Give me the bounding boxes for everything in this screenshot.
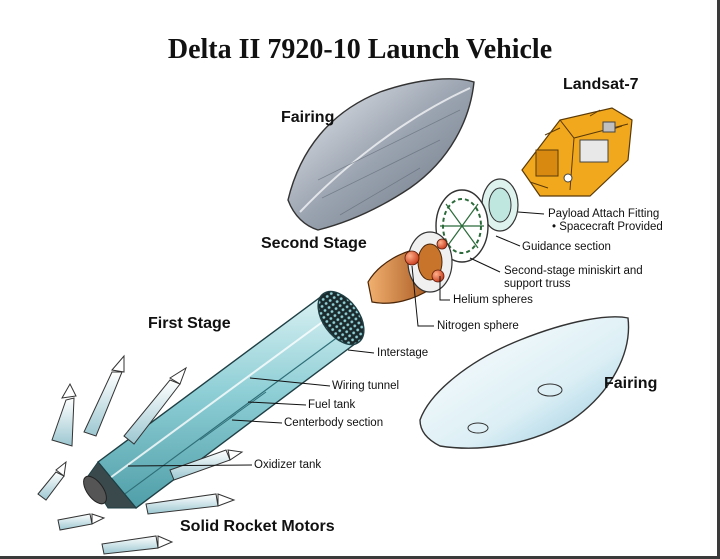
label-helium-spheres: Helium spheres [453, 294, 533, 306]
label-miniskirt-line1: Second-stage miniskirt and [504, 265, 643, 277]
label-first-stage: First Stage [148, 315, 231, 332]
label-spacecraft-provided: • Spacecraft Provided [552, 221, 663, 233]
label-payload-attach-fitting: Payload Attach Fitting [548, 208, 660, 220]
payload-attach-fitting-shape [481, 178, 519, 232]
label-wiring-tunnel: Wiring tunnel [332, 380, 400, 392]
label-interstage: Interstage [377, 347, 429, 359]
fairing-top-shape [287, 78, 475, 231]
label-solid-rocket-motors: Solid Rocket Motors [180, 518, 335, 535]
label-fuel-tank: Fuel tank [308, 399, 356, 411]
frame-edge-bottom [0, 556, 720, 559]
label-second-stage: Second Stage [261, 235, 367, 252]
frame-edge-right [717, 0, 720, 559]
first-stage-body [83, 290, 365, 509]
solid-rocket-motors-group [37, 354, 244, 555]
landsat-7-spacecraft [521, 107, 633, 197]
label-oxidizer-tank: Oxidizer tank [254, 459, 322, 471]
label-fairing-bottom: Fairing [604, 375, 658, 392]
label-miniskirt-line2: support truss [504, 278, 571, 290]
diagram-title: Delta II 7920-10 Launch Vehicle [167, 34, 553, 65]
second-stage-shape [367, 231, 453, 304]
label-guidance-section: Guidance section [522, 241, 611, 253]
guidance-section-shape [435, 189, 489, 263]
label-landsat-7: Landsat-7 [563, 76, 639, 93]
label-fairing-top: Fairing [281, 109, 335, 126]
fairing-bottom-shape [419, 316, 630, 449]
leader-lines [127, 211, 545, 467]
label-nitrogen-sphere: Nitrogen sphere [437, 320, 519, 332]
label-centerbody-section: Centerbody section [284, 417, 384, 429]
